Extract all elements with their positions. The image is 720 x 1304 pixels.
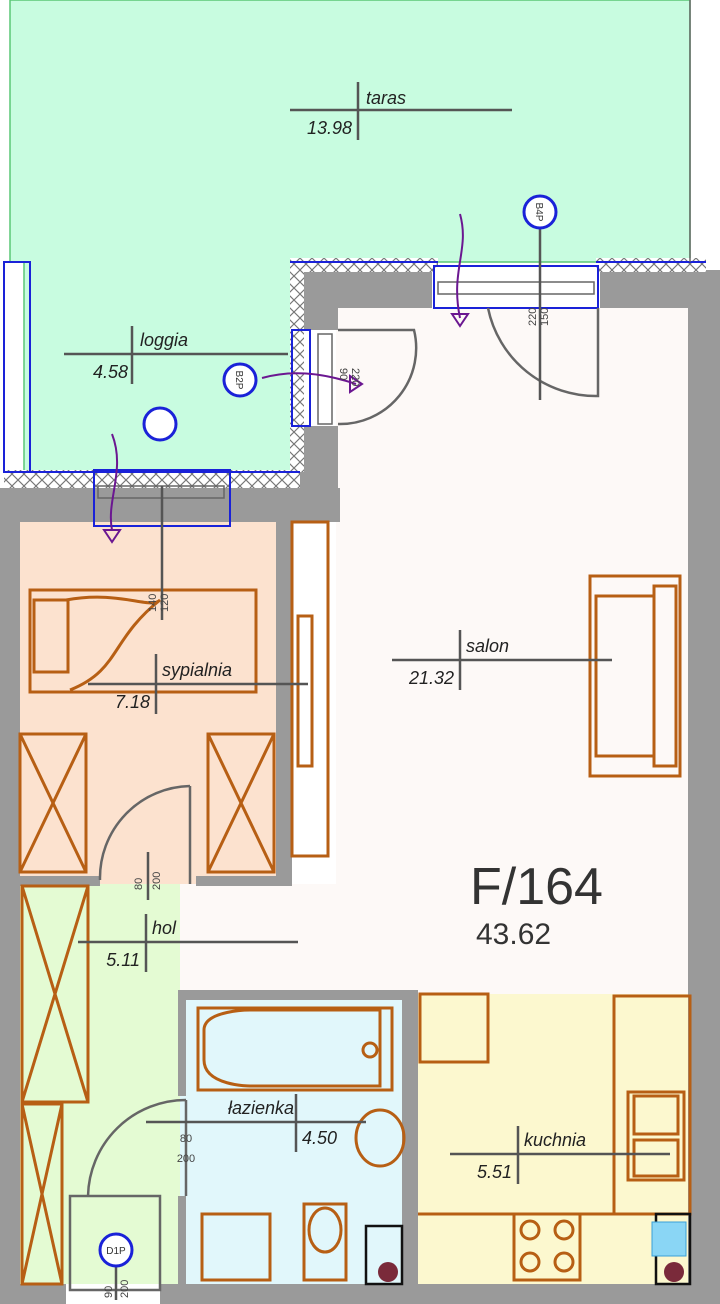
opening-arrows [102,213,470,544]
salon-area [336,308,690,994]
kuchnia-area-value: 5.51 [477,1162,512,1182]
window-tag-circles [98,194,558,1268]
label-leaders [64,82,670,1300]
sink [626,1090,686,1182]
shafts [364,1212,692,1286]
hol-area-value: 5.11 [106,950,140,970]
loggia-drain [142,406,178,442]
loggia-area-value: 4.58 [93,362,128,382]
sofa [588,574,682,778]
windows [3,261,706,527]
kuchnia-name: kuchnia [524,1130,586,1150]
bathtub [196,1006,394,1092]
furniture [18,520,692,1286]
bathroom-door-height: 200 [177,1153,195,1165]
taras-door-width: 150 [539,308,551,326]
window-tag-b4p-text: B4P [533,203,544,222]
loggia-side-railing [290,262,304,472]
taras-area-value: 13.98 [307,118,352,138]
lazienka-area-value: 4.50 [302,1128,337,1148]
window-tag-b2p [222,362,258,398]
window-tag-d1p [98,1232,134,1268]
loggia-railing [4,470,300,488]
wardrobe-right [206,732,276,874]
bathroom-door-width: 80 [180,1133,192,1145]
sypialnia-area-value: 7.18 [115,692,150,712]
bedroom-door-width: 80 [133,878,145,890]
taras-door-height: 220 [527,308,539,326]
lazienka-area [180,994,402,1284]
entry-door-height: 200 [119,1280,131,1298]
window-tag-b2p-text: B2P [233,371,244,390]
entry-door-width: 90 [103,1286,115,1298]
salon-name: salon [466,636,509,656]
wardrobe-left [18,732,88,874]
washing-machine [200,1212,272,1282]
window-tag-d1p-text: D1P [106,1246,126,1257]
hol-name: hol [152,918,177,938]
salon-area-value: 21.32 [408,668,454,688]
apartment-id: F/164 [470,858,603,916]
tv-unit [290,520,330,858]
bed [28,588,258,694]
fridge [418,992,490,1064]
apartment-total-area: 43.62 [476,918,551,951]
taras-name: taras [366,88,406,108]
bedroom-door-height: 200 [151,872,163,890]
hol-area [20,884,180,1284]
walls [0,270,720,1304]
loggia-name: loggia [140,330,188,350]
loggia-door-width: 90 [337,368,349,380]
washbasin [354,1108,406,1168]
hall-wardrobe [20,884,90,1104]
terrace-railing-1 [290,258,438,272]
loggia-door-height: 220 [349,368,361,386]
bedroom-window-height: 140 [147,594,159,612]
door-swings [86,307,600,1197]
toilet [302,1202,348,1282]
window-tag-b4p [522,194,558,230]
lazienka-name: łazienka [228,1098,294,1118]
salon-hall-area [180,884,340,994]
entry-door-leaf [68,1194,162,1292]
bedroom-window-width: 120 [159,594,171,612]
sypialnia-name: sypialnia [162,660,232,680]
